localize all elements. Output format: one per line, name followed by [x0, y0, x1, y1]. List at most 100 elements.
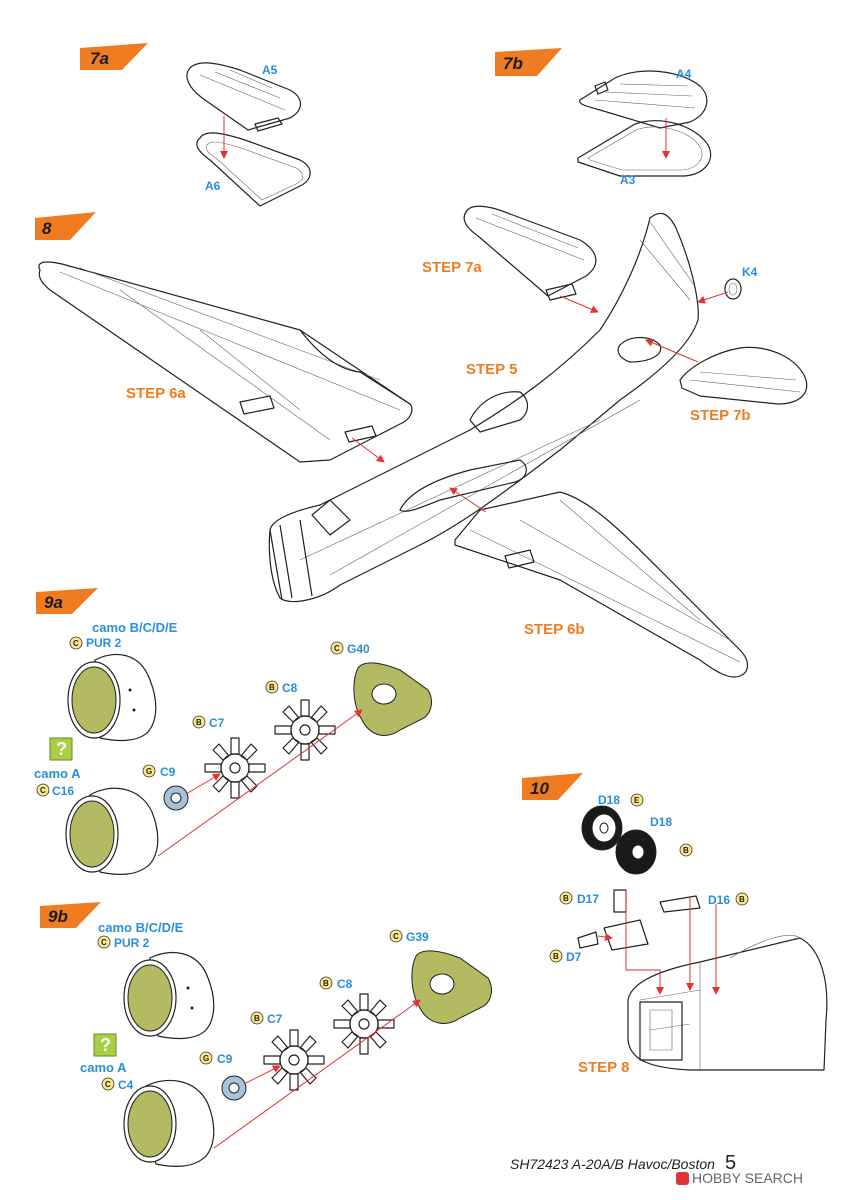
hobby-search-logo-icon [676, 1172, 689, 1185]
camo-label: camo B/C/D/E [92, 620, 178, 635]
step-tag-10: 10 [522, 773, 583, 800]
svg-text:B: B [254, 1014, 260, 1023]
engine-cowling [123, 1079, 215, 1167]
svg-text:B: B [739, 895, 745, 904]
step-10: 10 D18 E D18 B B D17 D16 B B D7 [522, 773, 828, 1076]
part-label-d7: D7 [566, 950, 582, 964]
engine-cowling [65, 787, 159, 875]
question-mark-icon: ? [93, 1033, 117, 1057]
firewall-part [353, 662, 432, 736]
step-tag-7a: 7a [80, 43, 148, 70]
svg-text:?: ? [100, 1035, 111, 1055]
camo-label: camo A [80, 1060, 127, 1075]
part-label-c7: C7 [209, 716, 225, 730]
part-label-a5: A5 [262, 63, 278, 77]
wheel-part [581, 805, 623, 851]
paint-badge: B [265, 680, 279, 694]
step-tag-9b: 9b [40, 902, 101, 928]
landing-gear-drawing [577, 889, 828, 1071]
svg-text:B: B [323, 979, 329, 988]
paint-badge: B [679, 843, 693, 857]
stabilizer-drawing [577, 70, 712, 177]
prop-hub [221, 1075, 247, 1101]
svg-text:B: B [553, 952, 559, 961]
step-ref-6b: STEP 6b [524, 621, 585, 638]
part-label-k4: K4 [742, 265, 758, 279]
part-label-d17: D17 [577, 892, 599, 906]
firewall-part [411, 950, 492, 1024]
paint-badge: C [389, 929, 403, 943]
watermark-text: HOBBY SEARCH [692, 1170, 803, 1186]
step-ref-8: STEP 8 [578, 1059, 629, 1076]
step-number: 10 [530, 779, 549, 798]
part-label-a4: A4 [676, 67, 692, 81]
question-mark-icon: ? [49, 737, 73, 761]
paint-badge: B [735, 892, 749, 906]
step-9a: 9a camo B/C/D/E C PUR 2 ? camo A C C16 [34, 588, 432, 875]
svg-text:C: C [101, 938, 107, 947]
svg-text:E: E [634, 796, 640, 805]
svg-text:B: B [683, 846, 689, 855]
svg-text:C: C [393, 932, 399, 941]
svg-text:?: ? [56, 739, 67, 759]
svg-text:B: B [196, 718, 202, 727]
aircraft-assembly-drawing [38, 205, 808, 678]
part-label-c9: C9 [160, 765, 176, 779]
part-label-c16: C16 [52, 784, 74, 798]
paint-code: PUR 2 [86, 636, 122, 650]
radial-engine [333, 993, 395, 1055]
radial-engine [204, 737, 266, 799]
part-label-g39: G39 [406, 930, 429, 944]
paint-badge: C [36, 783, 50, 797]
paint-badge: B [559, 891, 573, 905]
part-label-g40: G40 [347, 642, 370, 656]
paint-badge: G [199, 1051, 213, 1065]
radial-engine [274, 699, 336, 761]
step-9b: 9b camo B/C/D/E C PUR 2 ? camo A C C4 G [40, 902, 492, 1167]
paint-badge: C [330, 641, 344, 655]
camo-label: camo B/C/D/E [98, 920, 184, 935]
svg-text:C: C [73, 639, 79, 648]
step-ref-7b: STEP 7b [690, 407, 751, 424]
svg-text:G: G [146, 767, 152, 776]
part-label-d16: D16 [708, 893, 730, 907]
step-number: 7b [503, 54, 523, 73]
paint-badge: C [69, 636, 83, 650]
step-ref-7a: STEP 7a [422, 259, 482, 276]
engine-cowling [123, 951, 215, 1040]
wheel-part [615, 829, 657, 875]
paint-badge: B [250, 1011, 264, 1025]
svg-text:B: B [269, 683, 275, 692]
stabilizer-drawing [186, 62, 311, 207]
radial-engine [263, 1029, 325, 1091]
paint-badge: G [142, 764, 156, 778]
step-ref-5: STEP 5 [466, 361, 517, 378]
engine-cowling [67, 653, 157, 742]
step-tag-8: 8 [35, 212, 96, 240]
paint-badge: C [97, 935, 111, 949]
part-label-a6: A6 [205, 179, 221, 193]
paint-badge: B [192, 715, 206, 729]
step-number: 8 [42, 219, 52, 238]
watermark: HOBBY SEARCH [676, 1170, 803, 1186]
svg-text:C: C [40, 786, 46, 795]
svg-text:B: B [563, 894, 569, 903]
part-label-a3: A3 [620, 173, 636, 187]
camo-label: camo A [34, 766, 81, 781]
step-number: 9b [48, 907, 68, 926]
step-7a: 7a A5 A6 [80, 43, 311, 207]
paint-badge: E [630, 793, 644, 807]
svg-text:C: C [334, 644, 340, 653]
svg-text:G: G [203, 1054, 209, 1063]
part-label-d18: D18 [650, 815, 672, 829]
part-label-c8: C8 [282, 681, 298, 695]
part-label-d18: D18 [598, 793, 620, 807]
svg-text:C: C [105, 1080, 111, 1089]
paint-code: PUR 2 [114, 936, 150, 950]
step-8: 8 [35, 205, 808, 678]
paint-badge: C [101, 1077, 115, 1091]
page-number: 5 [724, 1152, 737, 1174]
step-ref-6a: STEP 6a [126, 385, 186, 402]
